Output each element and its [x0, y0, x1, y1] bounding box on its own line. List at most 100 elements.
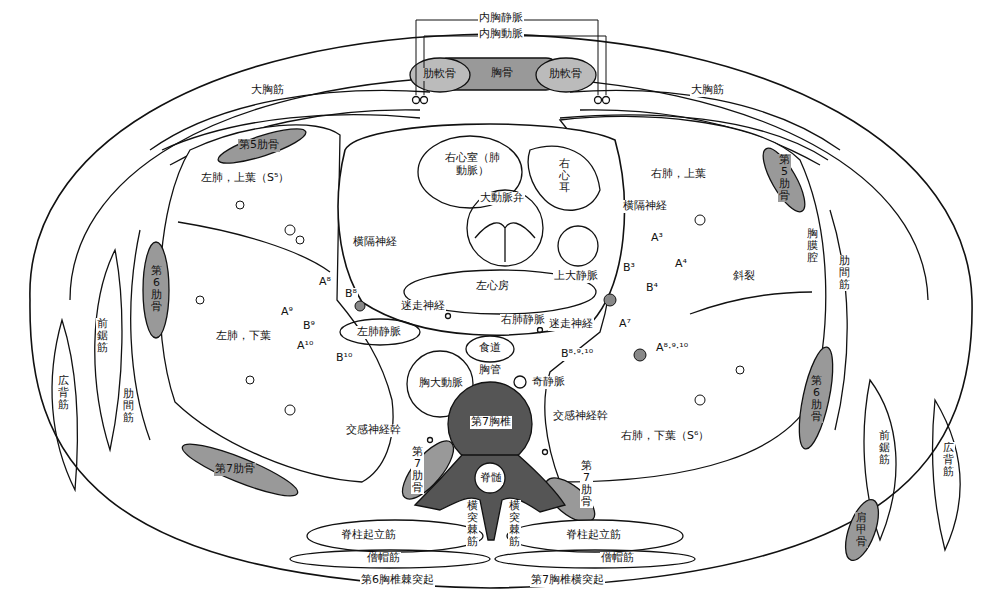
anatomy-label: 第5肋骨: [778, 154, 791, 202]
anatomy-label: 広背筋: [57, 375, 70, 411]
nerve: [543, 450, 548, 455]
anatomy-label: 左心房: [475, 280, 510, 293]
pericardium: [338, 124, 624, 335]
nerve: [428, 438, 433, 443]
anatomy-label: 第6肋骨: [150, 265, 163, 313]
valve-cusp: [475, 223, 535, 262]
anatomy-label: 前鋸筋: [96, 318, 109, 354]
anatomy-label: 横突棘筋: [508, 500, 521, 548]
anatomy-label: 肋軟骨: [548, 68, 583, 81]
erector-spinae: [307, 520, 483, 552]
anatomy-label: 肩甲骨: [855, 512, 868, 548]
anatomy-label: 内胸動脈: [478, 28, 524, 41]
vessel: [285, 225, 295, 235]
anatomy-label: 交感神経幹: [552, 410, 609, 423]
vessel: [296, 236, 304, 244]
anatomy-label: 迷走神経: [548, 318, 594, 331]
anatomy-label: 奇静脈: [531, 376, 566, 389]
vessel: [355, 301, 365, 311]
aortic-valve: [467, 190, 543, 266]
anatomy-label: 左肺静脈: [356, 326, 402, 339]
internal-thoracic-vessel: [413, 97, 420, 104]
body-outline: [30, 34, 972, 588]
costal-cartilage: [410, 58, 470, 92]
vessel: [246, 376, 254, 384]
anatomy-label: 交感神経幹: [345, 424, 402, 437]
anatomy-label: 食道: [478, 342, 502, 355]
anatomy-label: 右肺，上葉: [650, 168, 707, 181]
vessel: [736, 366, 744, 374]
vessel: [236, 201, 244, 209]
anatomy-label: A³: [650, 232, 664, 245]
anatomy-label: 第7胸椎横突起: [530, 574, 605, 587]
rib: [143, 242, 169, 338]
anatomy-label: 脊髄: [479, 472, 503, 485]
anatomy-label: 横隔神経: [622, 200, 668, 213]
vessel: [196, 296, 204, 304]
latissimus-muscle: [52, 320, 77, 490]
anatomy-label: 胸膜腔: [806, 228, 819, 264]
anatomy-label: 右心耳: [558, 158, 571, 194]
anatomy-label: B⁴: [645, 282, 659, 295]
anatomy-label: 右肺，下葉（S⁶）: [620, 430, 710, 443]
anatomy-label: 斜裂: [732, 270, 756, 283]
anatomy-label: 僧帽筋: [366, 552, 401, 565]
anatomy-label: 第5肋骨: [238, 139, 280, 152]
anatomy-label: 広背筋: [942, 442, 955, 478]
anatomy-label: 第7肋骨: [411, 446, 424, 494]
anatomy-label: B¹⁰: [335, 352, 353, 365]
vessel: [695, 395, 705, 405]
anatomy-label: 左肺，上葉（S⁵）: [200, 172, 290, 185]
oblique-fissure: [690, 292, 812, 314]
anatomy-label: A⁸: [318, 276, 332, 289]
rib: [215, 122, 309, 169]
anatomy-label: 大胸筋: [690, 84, 725, 97]
anatomy-label: B⁹: [302, 320, 316, 333]
anatomy-label: 大動脈弁: [479, 192, 525, 205]
anatomy-label: 第7肋骨: [580, 460, 593, 508]
anatomy-label: 僧帽筋: [600, 552, 635, 565]
oblique-fissure: [178, 222, 330, 272]
anatomy-label: 第7胸椎: [470, 416, 512, 429]
esophagus: [466, 336, 514, 362]
anatomy-label: B⁸: [344, 288, 358, 301]
anatomy-label: A¹⁰: [296, 340, 314, 353]
latissimus-muscle: [932, 400, 960, 550]
anatomy-label: 左肺，下葉: [215, 330, 272, 343]
anatomy-label: 肋間筋: [838, 255, 851, 291]
anatomy-label: 肋軟骨: [422, 68, 457, 81]
internal-thoracic-vessel: [421, 97, 428, 104]
nerve: [446, 314, 451, 319]
anatomy-label: 横隔神経: [352, 236, 398, 249]
anatomy-label: 肋間筋: [122, 388, 135, 424]
rib: [178, 436, 302, 505]
intercostal-band: [830, 210, 847, 430]
leader-line: [416, 20, 606, 95]
vessel: [634, 349, 646, 361]
vessel: [604, 294, 616, 306]
vessel: [285, 405, 295, 415]
anatomy-label: 大胸筋: [250, 84, 285, 97]
anatomy-label: B⁸·⁹·¹⁰: [560, 348, 594, 361]
trapezius: [495, 550, 695, 568]
anatomy-label: A⁴: [674, 258, 688, 271]
superior-vena-cava: [558, 226, 598, 266]
azygos-vein: [514, 376, 526, 388]
anatomy-label: 前鋸筋: [878, 430, 891, 466]
anatomy-label: A⁹: [280, 306, 294, 319]
right-auricle: [528, 146, 600, 210]
trapezius: [290, 550, 490, 568]
nerve: [538, 328, 543, 333]
anatomy-label: 脊柱起立筋: [340, 529, 397, 542]
anatomy-label: 第7肋骨: [214, 463, 256, 476]
anatomy-label: 第6胸椎棘突起: [360, 574, 435, 587]
anatomy-label: 横突棘筋: [466, 500, 479, 548]
anatomy-label: 胸管: [478, 364, 502, 377]
scapula: [839, 495, 885, 564]
vertebral-body: [448, 382, 532, 466]
anatomy-label: B³: [622, 262, 636, 275]
anatomy-label: 右肺静脈: [500, 314, 546, 327]
anatomy-label: A⁸·⁹·¹⁰: [655, 342, 689, 355]
rib: [756, 143, 813, 217]
